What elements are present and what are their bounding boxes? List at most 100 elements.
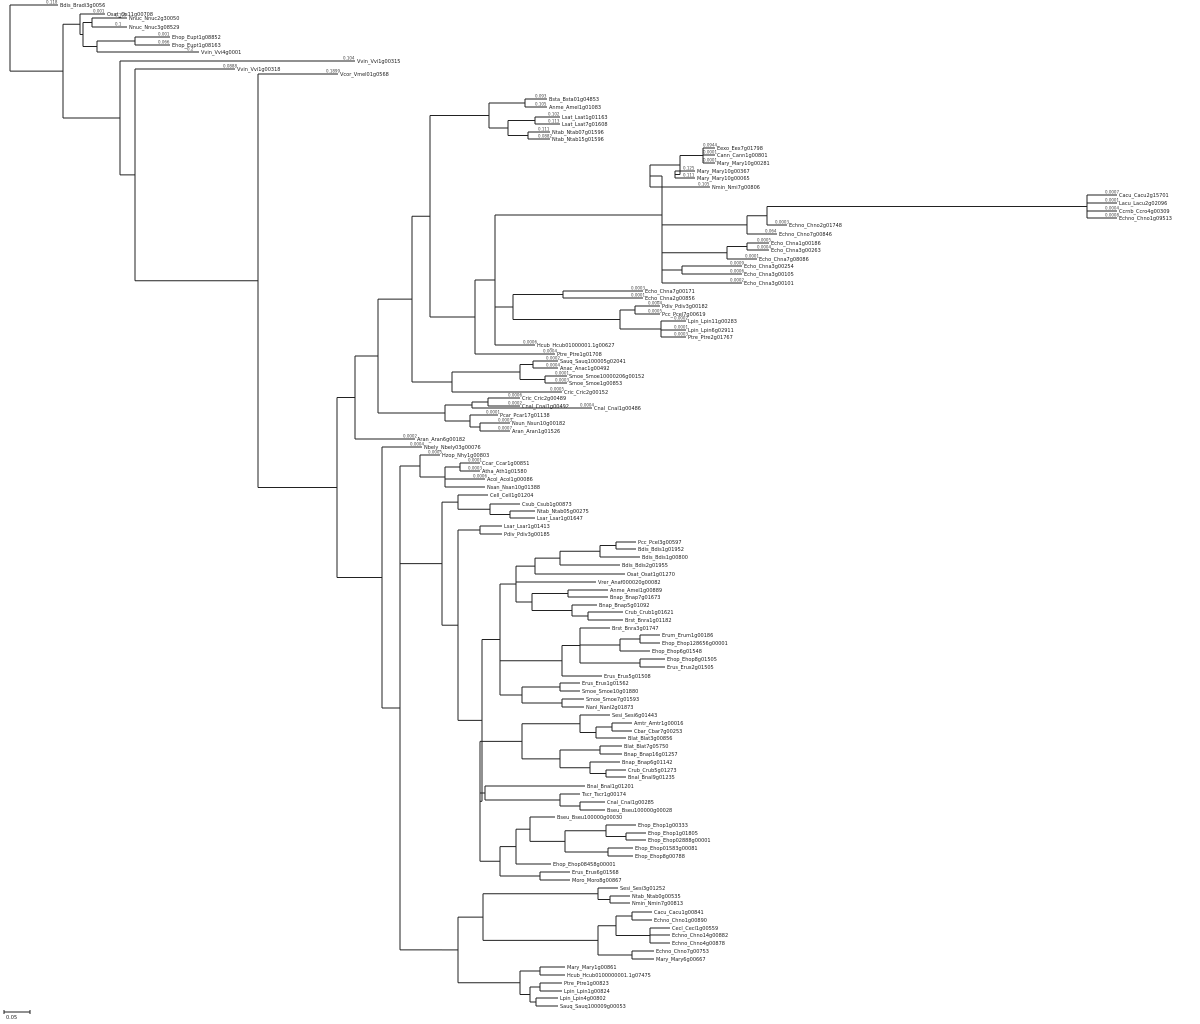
tip-label: Bdis_Bdis2g01955 [622,563,668,569]
support-value: 0.0006 [473,474,487,479]
support-value: 0.0001 [631,293,645,298]
tip-label: Sauq_Sauq100005g02041 [560,359,626,365]
tip-label: Bnap_Bnap6g01142 [622,760,672,766]
tip-label: Lsat_Lsat7g01608 [562,122,608,128]
tip-label: Mary_Mary10g00281 [717,161,770,167]
tip-label: Vrer_Anaf000020g00082 [598,580,661,586]
support-value: 0.0003 [468,466,482,471]
support-value: 0.0003 [775,220,789,225]
support-value: 0.0005 [550,387,564,392]
tip-label: Cann_Cann1g00801 [717,153,768,159]
tip-label: Osat_Os11g00708 [107,12,153,18]
support-value: 0.0002 [730,278,744,283]
tip-label: Anme_Amel1g00889 [610,588,662,594]
tip-label: Pdiv_Pdiv3g00185 [504,532,550,538]
tip-label: Echno_Chno2g01748 [789,223,842,229]
tip-label: Sauq_Sauq100009g00053 [560,1004,626,1010]
support-value: 0.064 [765,229,777,234]
tip-label: Ccar_Ccar1g00851 [482,461,529,467]
tip-label: Cnal_Cnal1g00486 [594,406,641,412]
tip-label: Ehop_Ehop6g01548 [652,649,702,655]
tip-label: Anac_Anac1g00492 [560,366,610,372]
support-value: 0.0004 [546,363,560,368]
support-value: 0.0003 [555,378,569,383]
support-value: 0.0001 [555,371,569,376]
tip-label: Ehop_Ehop8g01505 [667,657,717,663]
support-value: 0.111 [538,127,550,132]
support-value: 0.1899 [326,69,340,74]
support-value: 0.0005 [757,238,771,243]
tip-label: Erus_Erus6g01568 [572,870,619,876]
tip-label: Lsar_Lsar1g01647 [537,516,583,522]
tip-label: Ehop_Ehop1g01805 [648,831,698,837]
support-value: 0.0003 [674,332,688,337]
support-value: 0.0004 [410,442,424,447]
tip-label: Nsan_Nsan10g01388 [487,485,540,491]
tip-label: Lpin_Lpin1g00824 [564,989,610,995]
tip-label: Erus_Erus2g01505 [667,665,714,671]
tip-label: Crub_Crub5g01273 [628,768,677,774]
tip-label: Bsta_Bsta01g04853 [549,97,599,103]
tip-label: Bseu_Bseu100000g00030 [557,815,622,821]
support-value: 0.0001 [486,410,500,415]
support-value: 0.118 [46,0,58,5]
tip-label: Ehop_Ehop02888g00001 [648,838,711,844]
tip-label: Amtr_Amtr1g00016 [634,721,683,727]
tip-label: Ntab_Ntab15g01596 [552,137,604,143]
tip-label: Smoe_Smoe10g01880 [582,689,638,695]
support-value: 0.0888 [223,64,237,69]
tip-label: Blat_Blat7g05750 [624,744,668,750]
tip-label: Ntab_Ntab07g01596 [552,130,604,136]
support-value: 0.0004 [543,349,557,354]
tip-label: Nmin_Nmi7g00806 [712,185,760,191]
tip-label: Tscr_Tscr1g00174 [581,792,626,798]
tip-label: Mary_Mary10g00065 [697,176,750,182]
tip-label: Ehop_Eupt1g08163 [172,43,221,49]
tip-label: Bdis_Bdis1g01952 [638,547,684,553]
support-value: 0.0002 [403,434,417,439]
support-value: 0.0006 [508,393,522,398]
tip-label: Acol_Acol1g00086 [487,477,533,483]
support-value: 0.109 [115,13,127,18]
support-value: 0.105 [535,102,547,107]
tip-label: Echno_Chno14g00882 [672,933,728,939]
tip-label: Bseu_Bseu100000g00028 [607,808,672,814]
tip-label: Pdiv_Pdiv3g00182 [662,304,708,310]
tip-label: Hzop_Nhy1g00803 [442,453,489,459]
tip-label: Ehop_Ehop08458g00001 [553,862,616,868]
tip-label: Cecl_Cecl1g00559 [672,926,718,932]
support-value: 0.0001 [1105,198,1119,203]
tip-label: Nbely_Nbely03g00076 [424,445,481,451]
tip-label: Echo_Chna3g00105 [744,272,794,278]
tip-label: Ptre_Ptre1g01708 [557,352,602,358]
tip-label: Cbar_Cbar7g00253 [634,729,682,735]
support-value: 0.0944 [703,143,717,148]
tip-label: Echno_Chno4g00878 [672,941,725,947]
tip-label: Cric_Cric2g00152 [564,390,608,396]
tip-label: Ntab_Ntab05g00275 [537,509,589,515]
tip-label: Nnuc_Nnuc2g30050 [129,16,179,22]
tip-label: Osat_Osat1g01270 [627,572,675,578]
tip-label: Blat_Blat3g00856 [628,736,672,742]
tip-label: Cnal_Cnal1g00285 [607,800,654,806]
tip-label: Echo_Chna7g00171 [645,289,695,295]
tip-label: Hcub_Hcub01000001.1g00627 [537,343,615,349]
tip-label: Echo_Chna7g08086 [759,257,809,263]
support-value: 0.0008 [1105,213,1119,218]
tip-label: Brst_Bnra3g01747 [612,626,659,632]
support-value: 0.0002 [508,401,522,406]
tip-label: Cell_Cell1g01204 [490,493,533,499]
support-value: 0.102 [548,112,560,117]
support-value: 0.0002 [546,356,560,361]
tip-label: Bnal_Bnal9g01235 [628,775,675,781]
tip-label: Bnal_Bnal1g01201 [587,784,634,790]
support-value: 0.111 [683,173,695,178]
scale-bar-label: 0.05 [6,1015,17,1021]
tip-label: Echo_Chna3g00101 [744,281,794,287]
tip-label: Atha_Ath1g01580 [482,469,527,475]
tip-label: Bdis_Bradi3g0056 [60,3,105,9]
support-value: 0.0007 [1105,190,1119,195]
tip-label: Mary_Mary1g00861 [567,965,617,971]
support-value: 0.105 [698,182,710,187]
